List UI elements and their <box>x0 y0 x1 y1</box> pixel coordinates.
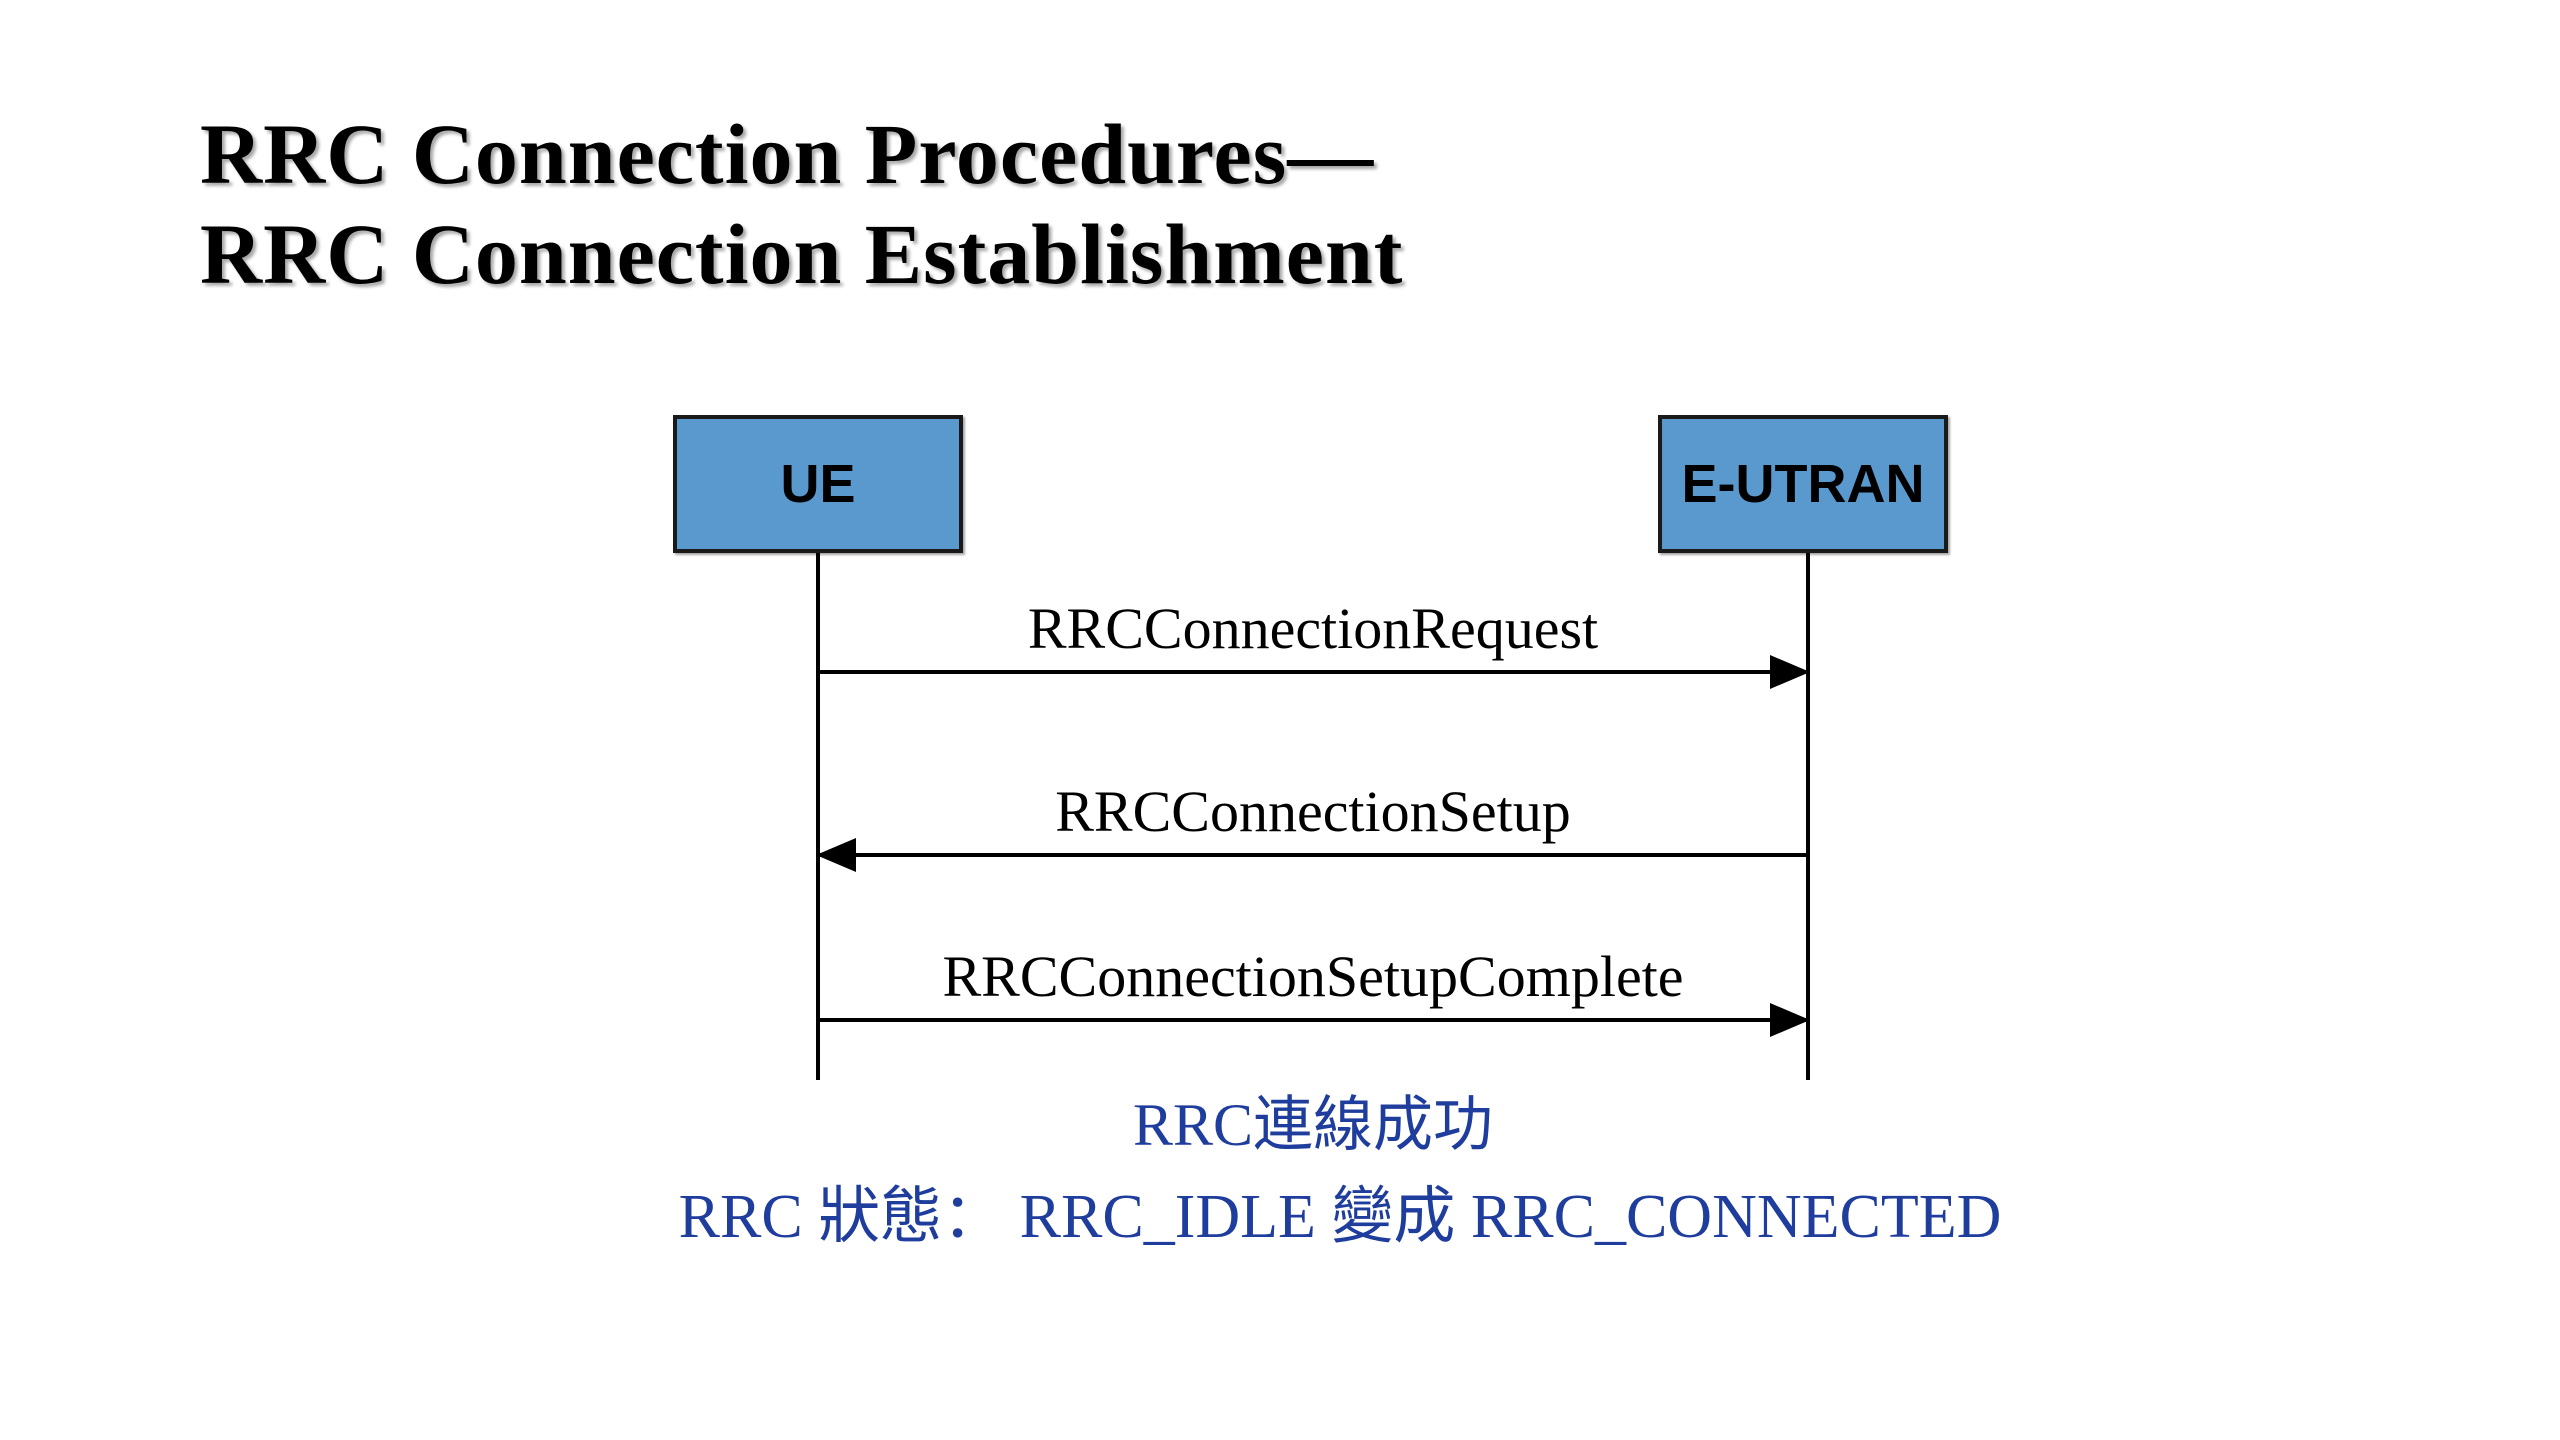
message-rrc-connection-request: RRCConnectionRequest <box>818 594 1810 689</box>
lifeline-ue <box>816 553 820 1080</box>
title-line-2: RRC Connection Establishment <box>200 206 1404 302</box>
actor-box-ue: UE <box>673 415 963 553</box>
message-arrow-line <box>818 655 1810 689</box>
message-arrow-line <box>818 1003 1810 1037</box>
arrowhead-left-icon <box>816 838 856 872</box>
lifeline-eutran <box>1806 553 1810 1080</box>
message-label: RRCConnectionRequest <box>1027 596 1599 661</box>
message-label: RRCConnectionSetup <box>1055 779 1571 844</box>
arrowhead-right-icon <box>1770 655 1810 689</box>
actor-label-ue: UE <box>780 454 856 514</box>
message-arrow-line <box>816 838 1808 872</box>
message-rrc-connection-setup-complete: RRCConnectionSetupComplete <box>818 942 1810 1037</box>
slide-title: RRC Connection Procedures— RRC Connectio… <box>200 104 1403 304</box>
note-rrc-connection-success: RRC連線成功 <box>1132 1092 1494 1158</box>
message-label: RRCConnectionSetupComplete <box>942 944 1684 1009</box>
actor-box-eutran: E-UTRAN <box>1658 415 1948 553</box>
actor-label-eutran: E-UTRAN <box>1681 454 1925 514</box>
title-line-1: RRC Connection Procedures— <box>200 106 1375 202</box>
note-rrc-state-change: RRC 狀態： RRC_IDLE 變成 RRC_CONNECTED <box>678 1183 2002 1251</box>
message-rrc-connection-setup: RRCConnectionSetup <box>816 777 1808 872</box>
arrowhead-right-icon <box>1770 1003 1810 1037</box>
